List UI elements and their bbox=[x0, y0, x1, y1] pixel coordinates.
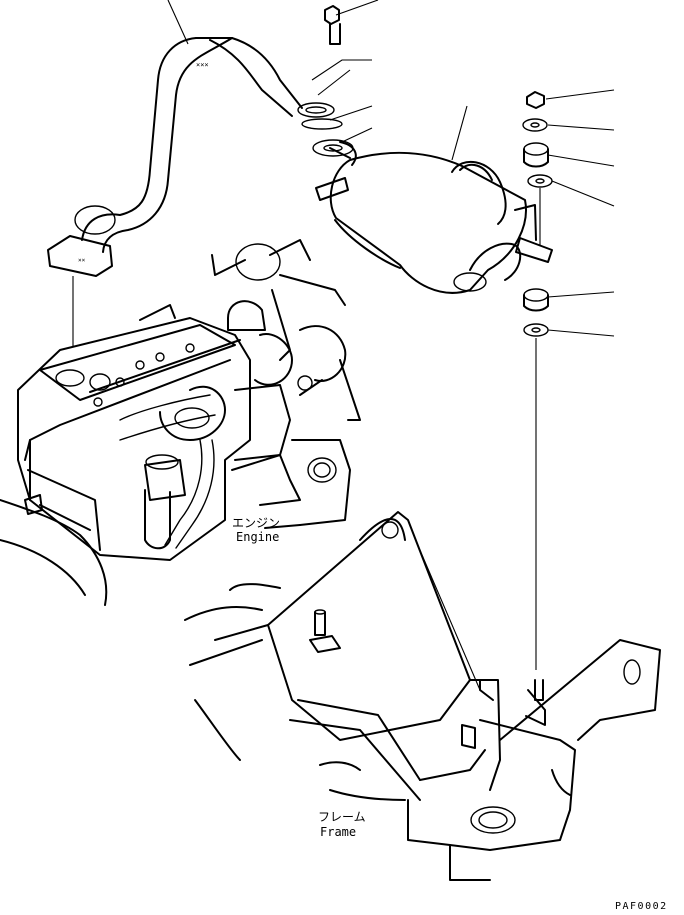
gasket bbox=[301, 118, 354, 157]
washer bbox=[522, 118, 548, 132]
frame-label-en: Frame bbox=[320, 825, 357, 839]
rubber-cushion bbox=[523, 142, 549, 168]
engine-label-jp: エンジン bbox=[232, 516, 281, 530]
leader-lines bbox=[72, 0, 615, 691]
svg-text:××: ×× bbox=[78, 257, 86, 264]
bolt bbox=[324, 5, 341, 45]
drawing-code: PAF0002 bbox=[615, 901, 668, 912]
exhaust-pipe: ××× ×× bbox=[47, 37, 335, 277]
engine bbox=[0, 239, 361, 606]
engine-label-en: Engine bbox=[236, 530, 280, 544]
washer bbox=[527, 174, 553, 188]
svg-text:×××: ××× bbox=[196, 61, 209, 69]
rubber-cushion bbox=[523, 288, 549, 312]
nut bbox=[526, 91, 545, 109]
frame bbox=[184, 511, 661, 881]
frame-label-jp: フレーム bbox=[318, 810, 366, 824]
muffler bbox=[315, 141, 553, 294]
washer bbox=[523, 323, 549, 337]
